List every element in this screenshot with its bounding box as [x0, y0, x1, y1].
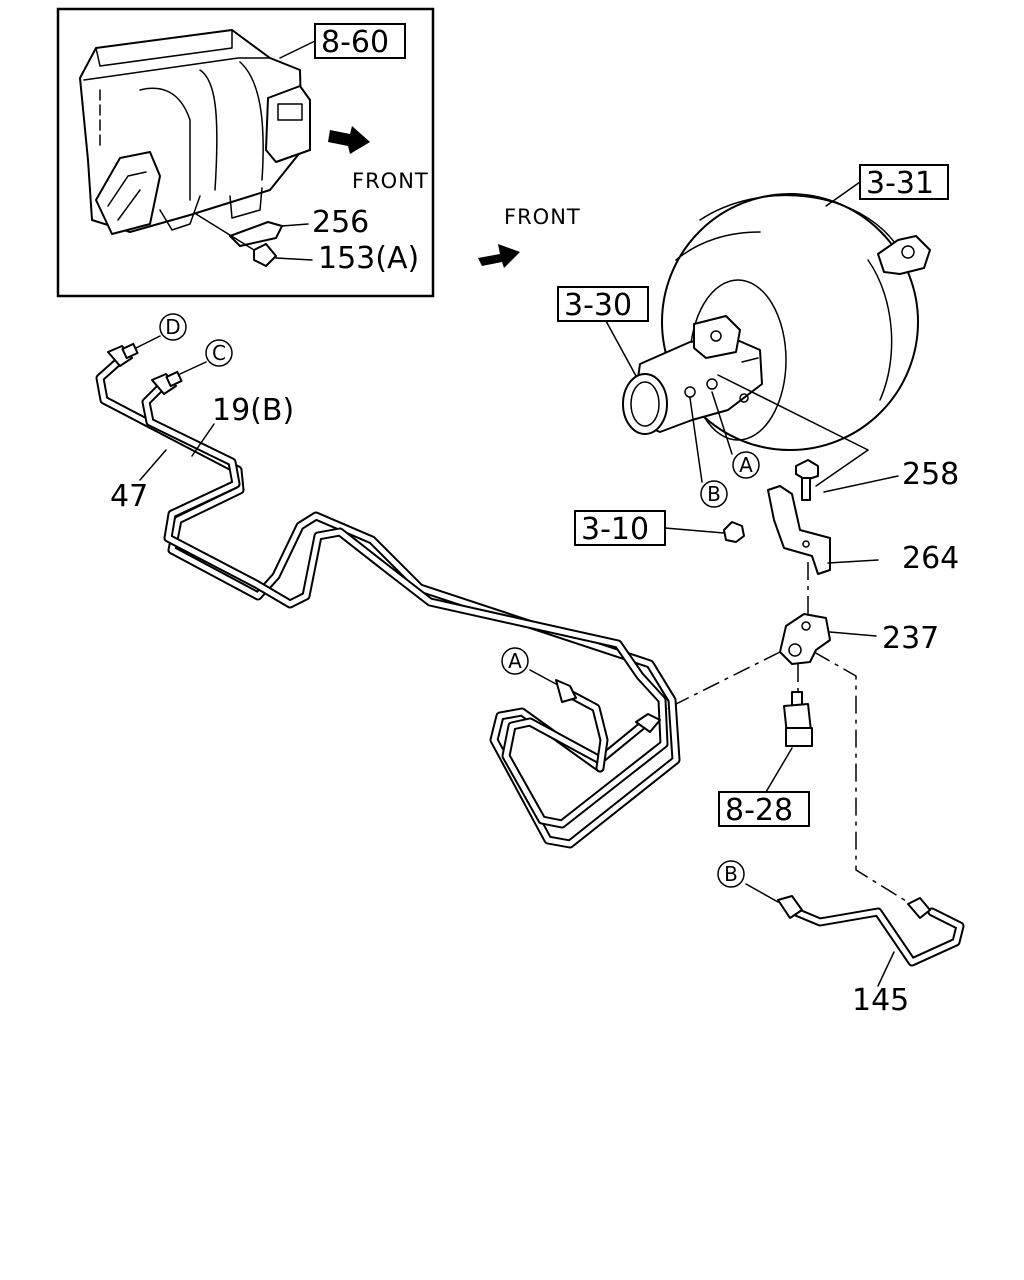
bolt-258-shape [795, 459, 819, 501]
callout-8-60: 8-60 [321, 25, 389, 60]
marker-b-pipe-145: B [717, 860, 745, 888]
marker-b-master-cylinder: B [700, 480, 728, 508]
bracket-264-shape [767, 485, 831, 575]
inset-front-arrow-icon [328, 126, 370, 154]
label-256: 256 [312, 205, 369, 240]
marker-c-top: C [205, 339, 233, 367]
heater-unit-drawing [79, 29, 311, 235]
svg-text:A: A [739, 453, 753, 477]
label-47: 47 [110, 479, 148, 514]
marker-a-left-pipe: A [501, 647, 529, 675]
brake-pipe-19b [141, 383, 669, 829]
pipe-fittings [107, 342, 661, 733]
marker-d-top: D [159, 313, 187, 341]
main-front-label: FRONT [504, 205, 581, 229]
svg-text:B: B [724, 862, 738, 886]
pressure-switch-shape [783, 691, 813, 747]
label-153a: 153(A) [318, 241, 419, 276]
callout-3-30: 3-30 [564, 288, 632, 323]
label-237: 237 [882, 621, 939, 656]
brake-pipe-145 [777, 895, 965, 967]
main-front-arrow-icon [478, 244, 520, 268]
svg-text:C: C [212, 341, 226, 365]
label-264: 264 [902, 541, 959, 576]
svg-text:D: D [165, 315, 180, 339]
label-19b: 19(B) [212, 393, 294, 428]
brake-booster-drawing [622, 193, 931, 451]
marker-a-master-cylinder: A [732, 451, 760, 479]
inset-panel: FRONT 256 153(A) 8-60 [56, 7, 435, 298]
nut-shape [723, 521, 745, 543]
brake-pipe-a-branch [561, 687, 609, 773]
brake-pipe-47 [95, 357, 681, 849]
inset-front-label: FRONT [352, 169, 429, 193]
screw-153-shape [195, 213, 277, 267]
callout-8-28: 8-28 [725, 793, 793, 828]
svg-text:B: B [707, 482, 721, 506]
clip-256-shape [229, 221, 283, 247]
label-145: 145 [852, 983, 909, 1018]
callout-3-10: 3-10 [581, 512, 649, 547]
main-front-indicator: FRONT [478, 205, 581, 268]
svg-text:A: A [508, 649, 522, 673]
callout-3-31: 3-31 [866, 166, 934, 201]
three-way-joint-237-shape [779, 613, 831, 665]
label-258: 258 [902, 457, 959, 492]
